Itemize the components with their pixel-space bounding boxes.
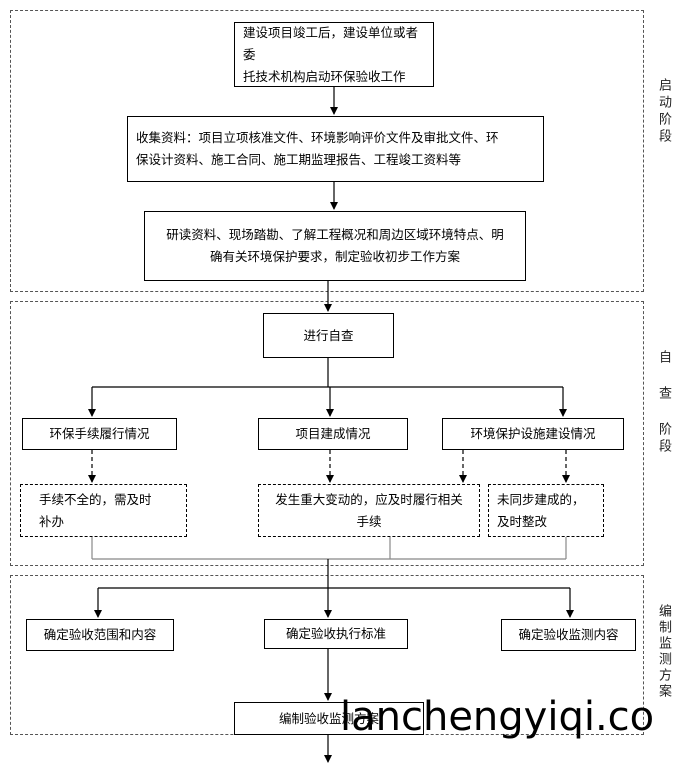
- node-rectify-text: 未同步建成的， 及时整改: [497, 491, 585, 529]
- stage-self-check-box: [10, 301, 644, 566]
- node-monitoring-plan: 编制验收监测方案: [234, 702, 424, 735]
- node-study-survey-text: 研读资料、现场踏勘、了解工程概况和周边区域环境特点、明 确有关环境保护要求，制定…: [166, 227, 504, 264]
- node-self-check-text: 进行自查: [303, 327, 354, 343]
- node-project-completion-text: 建设项目竣工后，建设单位或者委 托技术机构启动环保验收工作: [243, 24, 419, 84]
- stage-label-plan: 编制监测方案: [656, 604, 671, 700]
- node-scope-content: 确定验收范围和内容: [26, 619, 174, 651]
- node-rectify: 未同步建成的， 及时整改: [488, 484, 604, 537]
- node-collect-materials: 收集资料：项目立项核准文件、环境影响评价文件及审批文件、环 保设计资料、施工合同…: [127, 116, 544, 182]
- node-monitoring-content: 确定验收监测内容: [501, 619, 636, 651]
- watermark: lanchengyiqi.co: [340, 694, 655, 740]
- stage-label-start: 启动阶段: [656, 78, 671, 146]
- node-construction-status: 项目建成情况: [258, 418, 408, 450]
- node-supplement-procedures: 手续不全的，需及时 补办: [20, 484, 187, 537]
- node-procedures-status-text: 环保手续履行情况: [49, 426, 150, 441]
- node-major-change: 发生重大变动的，应及时履行相关 手续: [258, 484, 480, 537]
- node-self-check: 进行自查: [263, 313, 394, 358]
- node-scope-content-text: 确定验收范围和内容: [43, 627, 157, 642]
- node-collect-materials-text: 收集资料：项目立项核准文件、环境影响评价文件及审批文件、环 保设计资料、施工合同…: [136, 130, 499, 167]
- node-standards-text: 确定验收执行标准: [285, 626, 386, 641]
- node-procedures-status: 环保手续履行情况: [22, 418, 177, 450]
- node-project-completion: 建设项目竣工后，建设单位或者委 托技术机构启动环保验收工作: [234, 22, 434, 87]
- node-construction-status-text: 项目建成情况: [295, 426, 371, 441]
- node-supplement-procedures-text: 手续不全的，需及时 补办: [39, 491, 152, 529]
- node-major-change-text: 发生重大变动的，应及时履行相关 手续: [275, 491, 463, 529]
- node-facility-status-text: 环境保护设施建设情况: [470, 426, 596, 441]
- node-standards: 确定验收执行标准: [264, 619, 408, 649]
- stage-start-box: [10, 10, 644, 292]
- node-monitoring-content-text: 确定验收监测内容: [518, 627, 619, 642]
- node-study-survey: 研读资料、现场踏勘、了解工程概况和周边区域环境特点、明 确有关环境保护要求，制定…: [144, 211, 526, 281]
- node-facility-status: 环境保护设施建设情况: [442, 418, 624, 450]
- node-monitoring-plan-text: 编制验收监测方案: [278, 710, 379, 726]
- stage-label-self-check: 自 查 阶段: [656, 350, 671, 456]
